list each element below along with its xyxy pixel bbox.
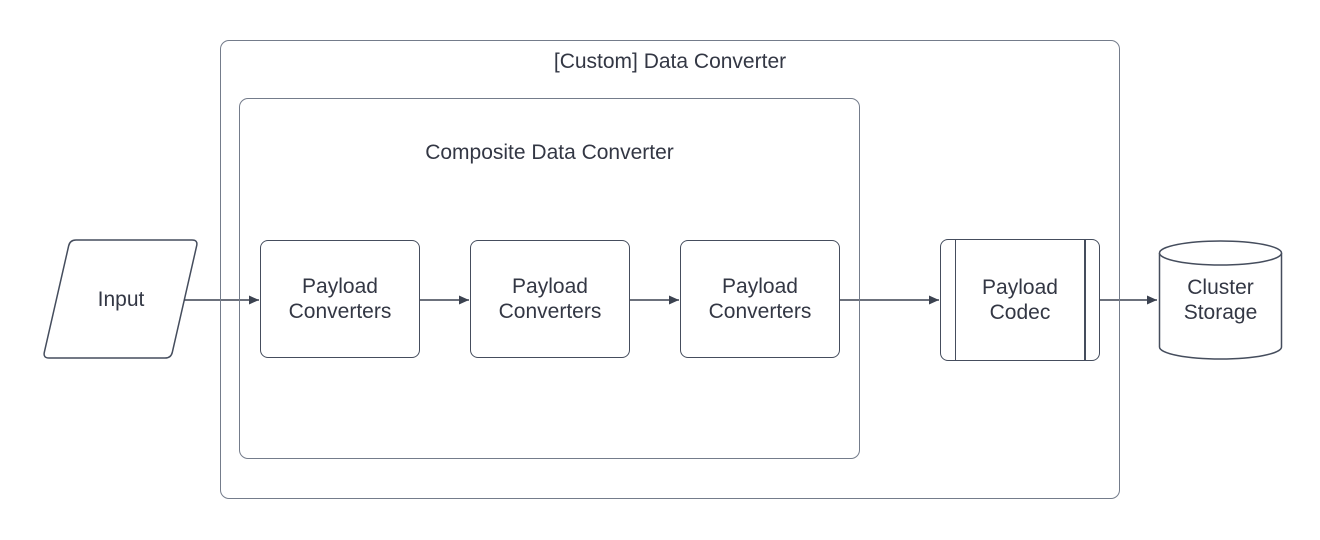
custom-data-converter-container bbox=[220, 40, 1120, 499]
input-node-label: Input bbox=[97, 287, 145, 311]
payload-codec-right-stripe bbox=[1084, 240, 1086, 360]
cluster-storage-cylinder-body bbox=[1158, 253, 1283, 360]
cluster-storage-label: Cluster Storage bbox=[1183, 276, 1258, 324]
payload-codec-left-stripe bbox=[954, 240, 956, 360]
payload-converters-node-2: Payload Converters bbox=[470, 240, 630, 358]
composite-data-converter-container bbox=[239, 98, 860, 459]
payload-converters-label-3: Payload Converters bbox=[708, 275, 812, 323]
cluster-storage-cylinder-top bbox=[1158, 240, 1283, 266]
input-node-shape bbox=[43, 239, 198, 359]
payload-converters-label-1: Payload Converters bbox=[288, 275, 392, 323]
composite-data-converter-label: Composite Data Converter bbox=[425, 141, 674, 164]
custom-data-converter-label: [Custom] Data Converter bbox=[553, 50, 787, 73]
payload-converters-node-3: Payload Converters bbox=[680, 240, 840, 358]
payload-codec-label: Payload Codec bbox=[982, 276, 1058, 324]
payload-converters-label-2: Payload Converters bbox=[498, 275, 602, 323]
payload-converters-node-1: Payload Converters bbox=[260, 240, 420, 358]
payload-codec-node: Payload Codec bbox=[940, 239, 1100, 361]
